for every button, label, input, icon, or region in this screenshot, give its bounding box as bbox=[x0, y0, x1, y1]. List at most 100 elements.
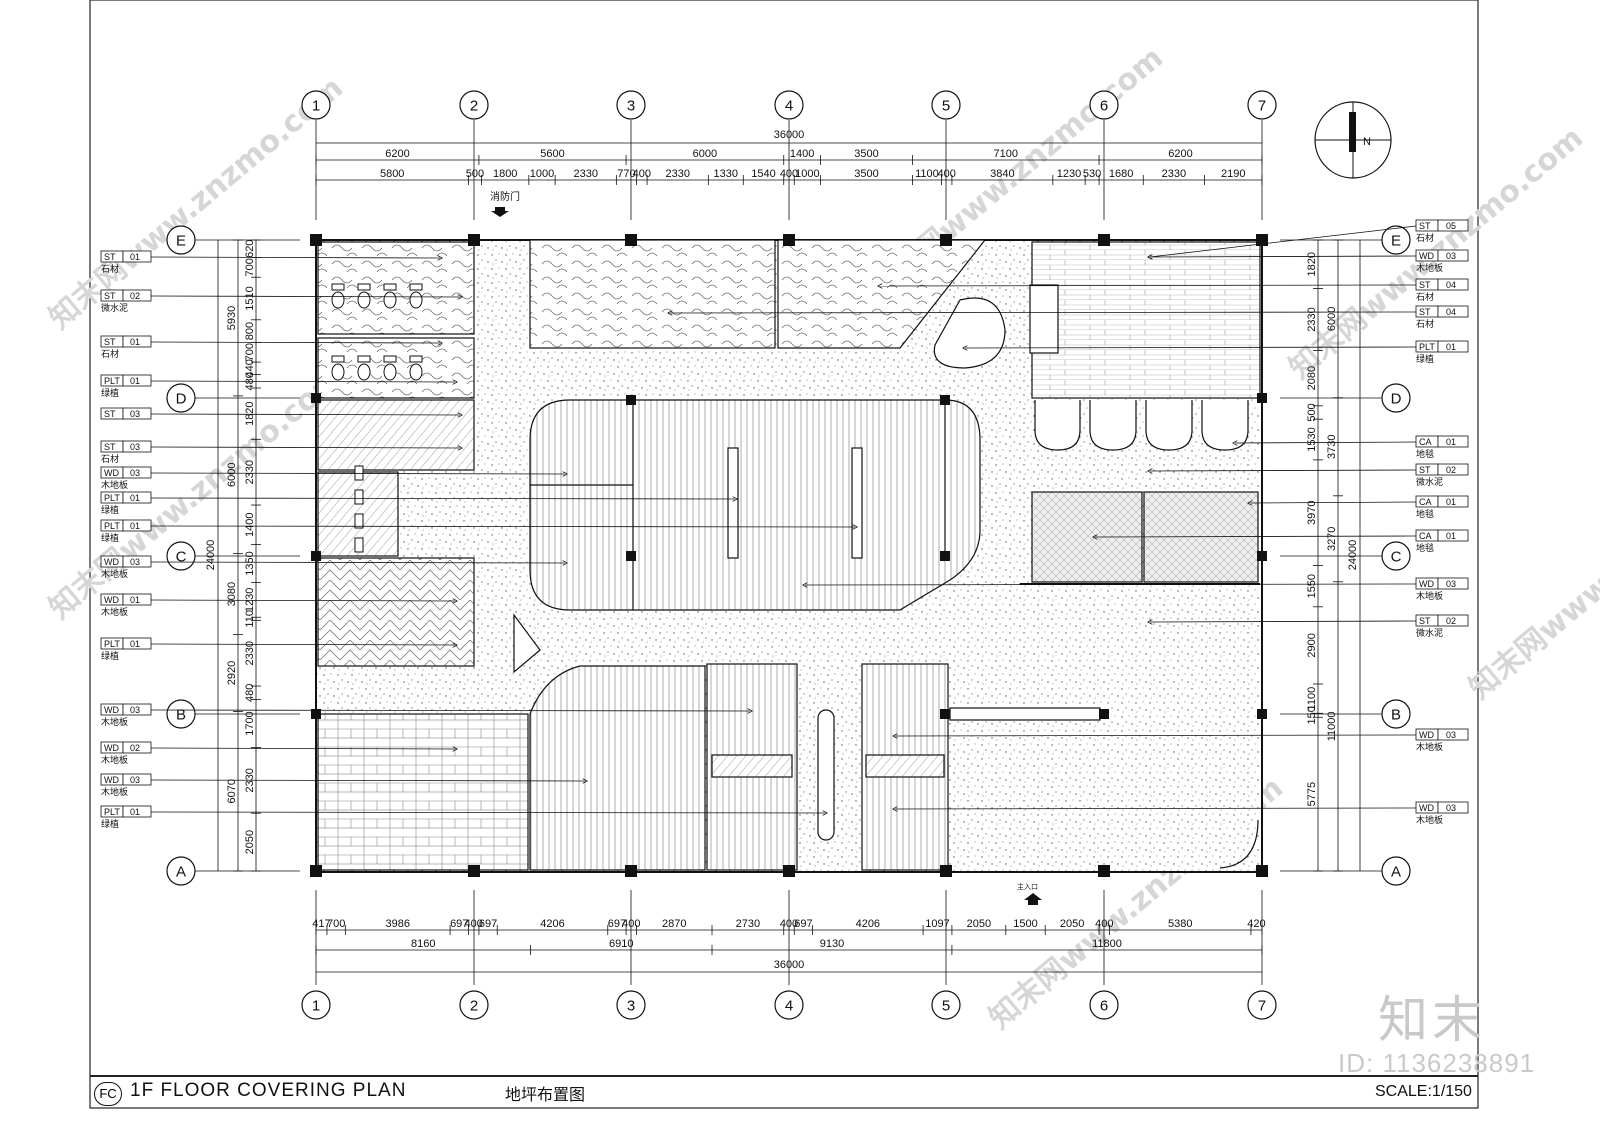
leader-line bbox=[150, 562, 565, 563]
tag-num-box bbox=[122, 805, 152, 818]
column-block bbox=[626, 551, 636, 561]
leader-line bbox=[150, 710, 750, 711]
tag-code: WD bbox=[1419, 579, 1434, 589]
grid-label-col: 3 bbox=[627, 98, 635, 115]
toilet-tank-icon bbox=[383, 355, 397, 363]
grid-label-row: E bbox=[1391, 233, 1401, 250]
watermark-text: 知末网www.znzmo.com bbox=[43, 360, 350, 626]
dimension-value: 2330 bbox=[1162, 168, 1186, 180]
dimension-value: 1230 bbox=[244, 588, 256, 612]
tag-num: 03 bbox=[130, 409, 140, 419]
dimension-value: 3986 bbox=[385, 918, 409, 930]
dimension-value: 480 bbox=[244, 684, 256, 702]
tag-name: 木地板 bbox=[1416, 741, 1443, 752]
dimension-value: 1500 bbox=[1013, 918, 1037, 930]
grid-bubble-col bbox=[301, 90, 331, 120]
grid-label-col: 6 bbox=[1100, 998, 1108, 1015]
dimension-value: 3270 bbox=[1326, 527, 1338, 551]
dimension-value: 1680 bbox=[1109, 168, 1133, 180]
toilet-tank-icon bbox=[331, 355, 345, 363]
leader-line bbox=[1235, 442, 1417, 443]
column-block bbox=[1099, 709, 1109, 719]
tag-num-box bbox=[122, 335, 152, 348]
grid-label-col: 5 bbox=[942, 998, 950, 1015]
tag-num-box bbox=[122, 555, 152, 568]
leader-line bbox=[1250, 502, 1417, 503]
column-block bbox=[311, 393, 321, 403]
north-arrow-icon: N bbox=[1314, 101, 1392, 179]
tag-num: 04 bbox=[1446, 307, 1456, 317]
tag-num-box bbox=[122, 250, 152, 263]
dimension-value: 5600 bbox=[540, 148, 564, 160]
tag-num: 03 bbox=[1446, 579, 1456, 589]
dimension-value: 3970 bbox=[1306, 500, 1318, 524]
dimension-value: 700 bbox=[244, 258, 256, 276]
toilet-tank-icon bbox=[409, 283, 423, 291]
dimension-value: 1100 bbox=[915, 168, 939, 180]
grid-label-col: 3 bbox=[627, 998, 635, 1015]
leader-line bbox=[150, 342, 440, 343]
drawing-title: 1F FLOOR COVERING PLAN bbox=[130, 1080, 407, 1101]
grid-label-col: 2 bbox=[470, 998, 478, 1015]
room-finishes bbox=[317, 239, 1261, 871]
tag-code: ST bbox=[1419, 221, 1431, 231]
toilet-tank-icon bbox=[409, 355, 423, 363]
column-block bbox=[311, 551, 321, 561]
toilet-fixture-icon bbox=[409, 291, 423, 309]
tag-name: 微水泥 bbox=[1416, 627, 1443, 638]
dimension-value: 2330 bbox=[244, 641, 256, 665]
dimension-value: 2330 bbox=[665, 168, 689, 180]
column-block bbox=[783, 234, 795, 246]
urinal-icon bbox=[354, 489, 364, 505]
tag-code: CA bbox=[1419, 497, 1432, 507]
tag-num: 03 bbox=[1446, 803, 1456, 813]
tag-name: 木地板 bbox=[1416, 590, 1443, 601]
structural-columns bbox=[310, 234, 1268, 877]
tag-code: WD bbox=[1419, 803, 1434, 813]
sheet-border bbox=[89, 0, 1479, 1109]
tag-num: 01 bbox=[1446, 531, 1456, 541]
grid-label-col: 1 bbox=[312, 998, 320, 1015]
dimension-value: 2330 bbox=[244, 460, 256, 484]
column-block bbox=[1256, 234, 1268, 246]
grid-bubble-col bbox=[459, 990, 489, 1020]
dimension-total-left: 24000 bbox=[205, 540, 217, 571]
tag-name: 石材 bbox=[101, 263, 119, 274]
tag-name: 石材 bbox=[101, 348, 119, 359]
grid-label-row: B bbox=[176, 707, 186, 724]
toilet-fixture-icon bbox=[383, 291, 397, 309]
dimension-value: 9130 bbox=[820, 938, 844, 950]
dimension-value: 6200 bbox=[1168, 148, 1192, 160]
grid-bubble-col bbox=[459, 90, 489, 120]
dimension-value: 1530 bbox=[1306, 427, 1318, 451]
tag-name: 地毯 bbox=[1416, 542, 1434, 553]
leader-line bbox=[965, 347, 1417, 348]
grid-bubble-col bbox=[301, 990, 331, 1020]
tag-name: 绿植 bbox=[1416, 353, 1434, 364]
dimension-value: 1700 bbox=[244, 711, 256, 735]
dimension-value: 400 bbox=[464, 918, 482, 930]
tag-num: 03 bbox=[130, 557, 140, 567]
tag-name: 木地板 bbox=[1416, 262, 1443, 273]
tag-name: 地毯 bbox=[1416, 448, 1434, 459]
column-block bbox=[940, 865, 952, 877]
dimension-value: 400 bbox=[780, 918, 798, 930]
dimension-value: 700 bbox=[244, 343, 256, 361]
main-entrance-arrow-icon bbox=[1024, 893, 1042, 905]
column-block bbox=[626, 235, 636, 245]
tag-name: 石材 bbox=[1416, 318, 1434, 329]
tag-num: 02 bbox=[130, 743, 140, 753]
tag-num-box bbox=[1437, 614, 1469, 627]
tag-code: PLT bbox=[1419, 342, 1435, 352]
dimension-value: 400 bbox=[780, 168, 798, 180]
dimension-value: 2870 bbox=[662, 918, 686, 930]
watermark-text: 知末网www.znzmo.com bbox=[1463, 440, 1600, 706]
dimension-value: 5380 bbox=[1168, 918, 1192, 930]
